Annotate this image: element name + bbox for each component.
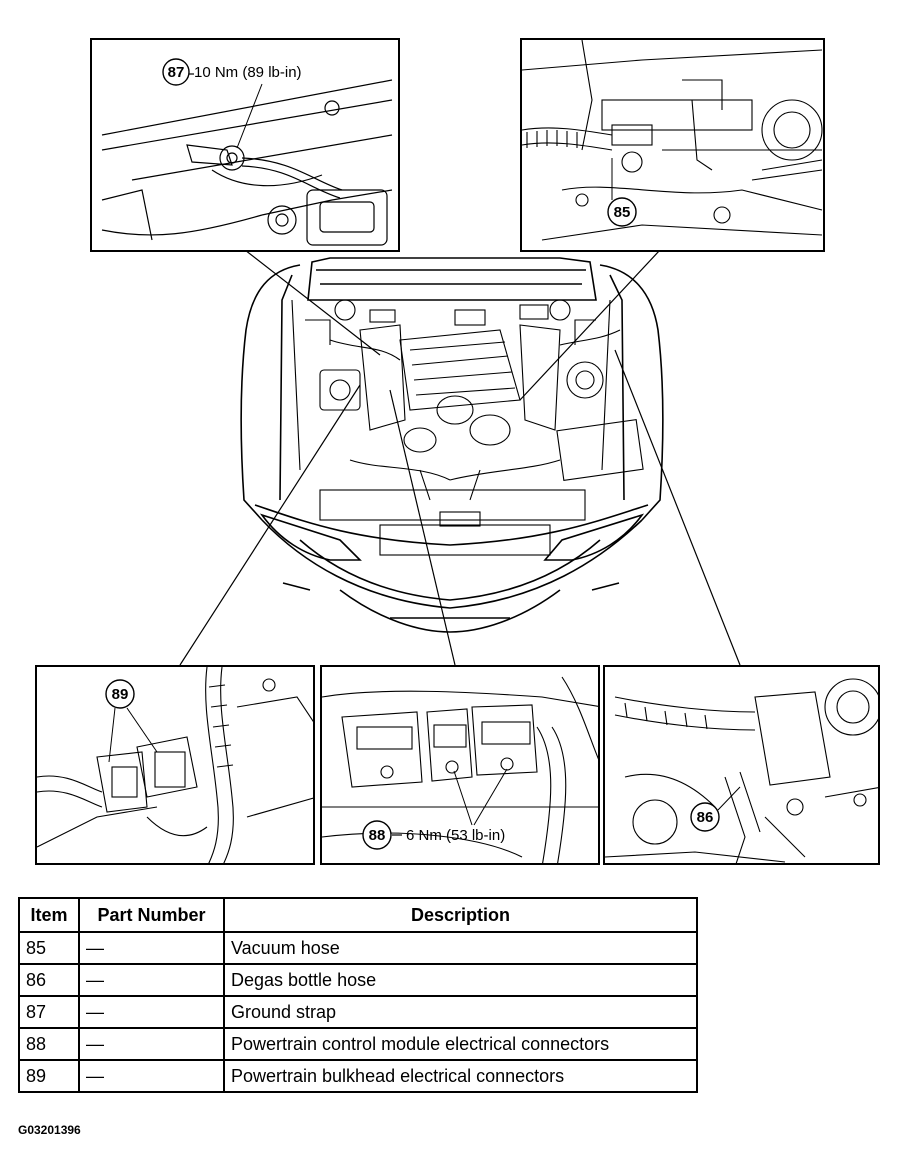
engine-internals xyxy=(291,299,644,556)
callout-88-number: 88 xyxy=(369,827,386,844)
callout-88: 88 6 Nm (53 lb-in) xyxy=(362,768,508,850)
header-part-number: Part Number xyxy=(78,897,225,933)
callout-85: 85 xyxy=(607,158,637,227)
table-row: 86 — Degas bottle hose xyxy=(18,963,698,997)
callout-87-spec: 10 Nm (89 lb-in) xyxy=(194,64,302,81)
callout-87-number: 87 xyxy=(168,64,185,81)
table-row: 85 — Vacuum hose xyxy=(18,931,698,965)
detail-panel-pcm-connectors: 88 6 Nm (53 lb-in) xyxy=(320,665,600,865)
detail-panel-degas-hose: 86 xyxy=(603,665,880,865)
cell-item: 87 xyxy=(18,995,80,1029)
callout-88-circle xyxy=(362,820,392,850)
cell-description: Ground strap xyxy=(223,995,698,1029)
callout-86: 86 xyxy=(690,786,741,832)
cell-description: Degas bottle hose xyxy=(223,963,698,997)
detail-panel-bulkhead-connectors: 89 xyxy=(35,665,315,865)
cell-part-number: — xyxy=(78,963,225,997)
callout-87-circle xyxy=(162,58,190,86)
detail-panel-ground-strap: 87 10 Nm (89 lb-in) xyxy=(90,38,400,252)
parts-legend-table: Item Part Number Description 85 — Vacuum… xyxy=(18,897,698,1093)
callout-89: 89 xyxy=(105,679,158,763)
detail-panel-vacuum-hose: 85 xyxy=(520,38,825,252)
callout-86-number: 86 xyxy=(697,809,714,826)
cell-part-number: — xyxy=(78,1027,225,1061)
callout-88-spec: 6 Nm (53 lb-in) xyxy=(406,827,505,844)
leader-lines xyxy=(179,249,741,666)
callout-87: 87 10 Nm (89 lb-in) xyxy=(162,58,302,149)
cell-part-number: — xyxy=(78,1059,225,1093)
table-row: 89 — Powertrain bulkhead electrical conn… xyxy=(18,1059,698,1093)
cell-item: 89 xyxy=(18,1059,80,1093)
cell-item: 86 xyxy=(18,963,80,997)
callout-85-circle xyxy=(607,197,637,227)
cell-description: Powertrain control module electrical con… xyxy=(223,1027,698,1061)
table-row: 88 — Powertrain control module electrica… xyxy=(18,1027,698,1061)
cell-part-number: — xyxy=(78,931,225,965)
cell-item: 85 xyxy=(18,931,80,965)
table-header-row: Item Part Number Description xyxy=(18,897,698,933)
cell-part-number: — xyxy=(78,995,225,1029)
callout-86-circle xyxy=(690,802,720,832)
callout-89-circle xyxy=(105,679,135,709)
header-item: Item xyxy=(18,897,80,933)
cell-item: 88 xyxy=(18,1027,80,1061)
callout-89-number: 89 xyxy=(112,686,129,703)
cell-description: Powertrain bulkhead electrical connector… xyxy=(223,1059,698,1093)
callout-85-number: 85 xyxy=(614,204,631,221)
car-body xyxy=(240,257,664,633)
figure-id: G03201396 xyxy=(18,1123,81,1137)
cell-description: Vacuum hose xyxy=(223,931,698,965)
header-description: Description xyxy=(223,897,698,933)
table-row: 87 — Ground strap xyxy=(18,995,698,1029)
